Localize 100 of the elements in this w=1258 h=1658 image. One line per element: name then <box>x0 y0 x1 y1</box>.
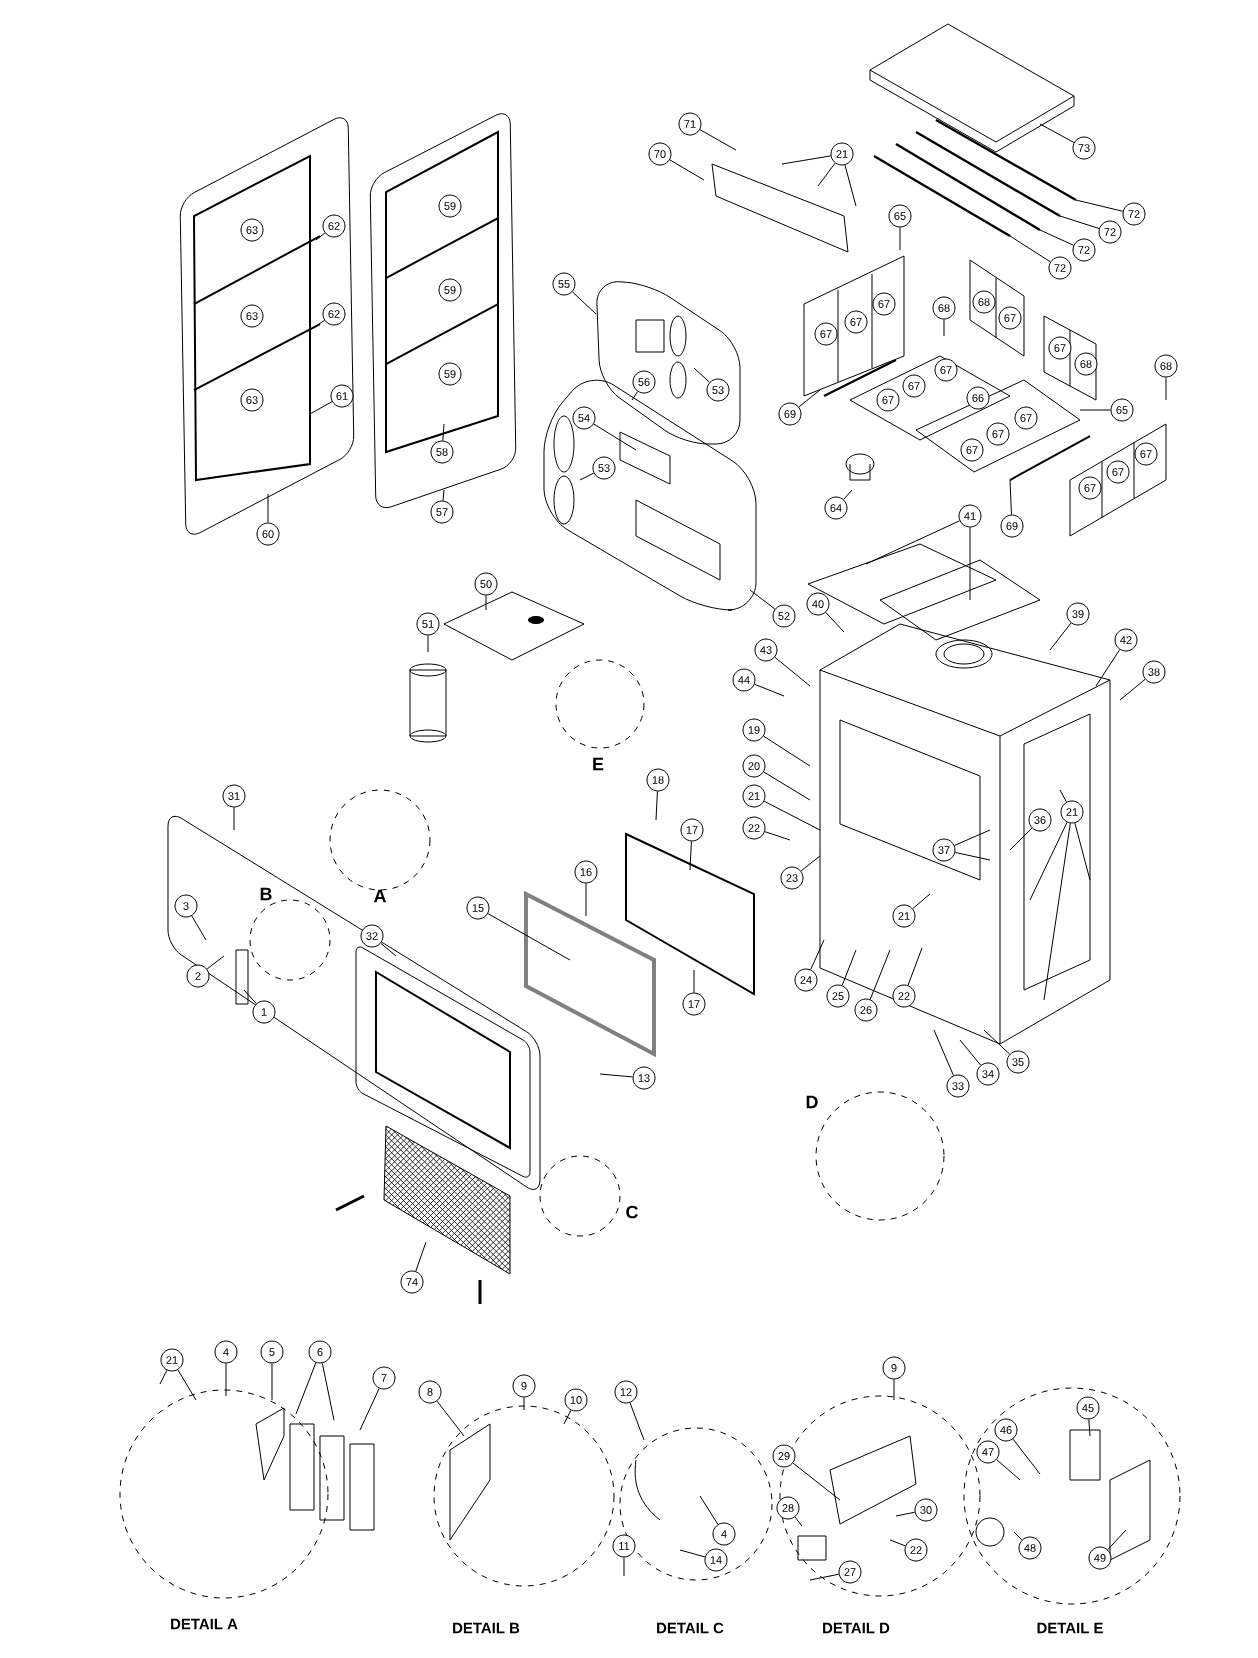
leader-line <box>1012 1438 1041 1475</box>
leader-line <box>380 942 397 957</box>
leader-line <box>593 423 637 451</box>
leader-line <box>693 367 710 383</box>
detail-letter: D <box>806 1095 818 1109</box>
leader-line <box>1009 827 1033 851</box>
detail-letter: C <box>626 1205 638 1219</box>
leader-line <box>669 159 705 181</box>
leader-line <box>933 1029 954 1076</box>
leader-line <box>969 527 971 601</box>
leader-line <box>754 683 785 697</box>
leader-line <box>689 841 692 871</box>
leader-line <box>959 1039 982 1066</box>
leader-line <box>1074 822 1091 881</box>
leader-line <box>579 472 595 481</box>
leader-line <box>427 635 429 653</box>
leader-line <box>912 893 931 910</box>
leader-line <box>177 1369 197 1401</box>
leader-line <box>810 939 825 970</box>
leader-line <box>899 227 901 251</box>
leader-line <box>781 155 832 165</box>
leader-line <box>749 589 776 610</box>
leader-line <box>485 595 487 611</box>
leader-line <box>1075 199 1124 212</box>
leader-line <box>907 947 923 986</box>
leader-line <box>1009 235 1051 263</box>
leader-line <box>315 319 325 327</box>
leader-line <box>321 1362 335 1421</box>
leader-line <box>844 164 857 207</box>
leader-line <box>1119 678 1146 701</box>
leader-line <box>1107 1529 1127 1551</box>
leader-line <box>895 1511 916 1517</box>
leader-line <box>599 1073 634 1078</box>
leader-line <box>315 232 326 241</box>
leader-line <box>436 1400 465 1437</box>
leader-line <box>309 401 333 415</box>
leader-line <box>699 1495 719 1525</box>
leader-line <box>1043 822 1071 1001</box>
leader-line <box>693 969 695 993</box>
leader-line <box>243 989 257 1004</box>
leader-line <box>763 735 811 767</box>
leader-line <box>585 883 587 917</box>
leader-line <box>869 949 891 1000</box>
leader-line <box>794 1516 803 1527</box>
leader-line <box>359 1387 380 1431</box>
leader-line <box>943 319 945 337</box>
leader-line <box>1095 649 1121 687</box>
leader-line <box>809 1573 840 1581</box>
leader-line <box>442 489 445 502</box>
leader-line <box>679 1549 706 1558</box>
leader-line <box>798 389 821 408</box>
leader-line <box>206 955 225 970</box>
leader-line <box>563 1409 572 1425</box>
leader-line <box>523 1397 525 1411</box>
leader-line <box>774 656 811 687</box>
leader-line <box>763 771 811 801</box>
detail-letter: E <box>593 757 604 771</box>
leader-line <box>191 915 207 941</box>
leader-line <box>1059 215 1100 229</box>
leader-line <box>1039 123 1075 143</box>
leader-line <box>1009 479 1012 516</box>
leader-line <box>295 1362 317 1415</box>
leader-line <box>893 1379 895 1401</box>
leader-line <box>841 949 857 986</box>
leader-line <box>996 1459 1021 1481</box>
leader-line <box>1013 1531 1023 1541</box>
detail-letter: A <box>373 889 386 903</box>
leader-line <box>233 807 235 831</box>
leader-line <box>1049 622 1072 651</box>
leader-line <box>954 829 991 846</box>
leader-line <box>631 391 639 401</box>
leader-line <box>1165 377 1167 401</box>
leader-line <box>825 611 845 633</box>
leader-line <box>623 1557 625 1577</box>
leader-line <box>629 1402 645 1441</box>
leader-line <box>159 1369 168 1385</box>
leader-line <box>267 493 269 523</box>
leader-line <box>865 520 961 565</box>
leader-line <box>1079 409 1111 411</box>
leader-line <box>699 129 737 151</box>
leader-line <box>442 423 445 442</box>
leader-line <box>843 489 853 500</box>
detail-letter: B <box>260 887 272 901</box>
leader-line <box>1059 789 1067 803</box>
leader-line <box>1088 1418 1091 1437</box>
leader-line <box>763 800 821 831</box>
leader-line <box>800 855 821 872</box>
leader-line <box>1029 821 1068 901</box>
leader-line <box>415 1241 427 1272</box>
leader-line <box>271 1363 273 1401</box>
leader-line <box>1039 229 1074 246</box>
leader-line <box>792 1462 841 1501</box>
leader-line <box>954 851 991 861</box>
leader-line <box>571 291 597 315</box>
leader-line <box>764 831 791 841</box>
leader-line <box>487 913 571 961</box>
leader-line <box>889 1539 906 1547</box>
leader-line <box>225 1363 227 1397</box>
leader-line <box>817 162 836 187</box>
leader-line <box>655 791 658 821</box>
